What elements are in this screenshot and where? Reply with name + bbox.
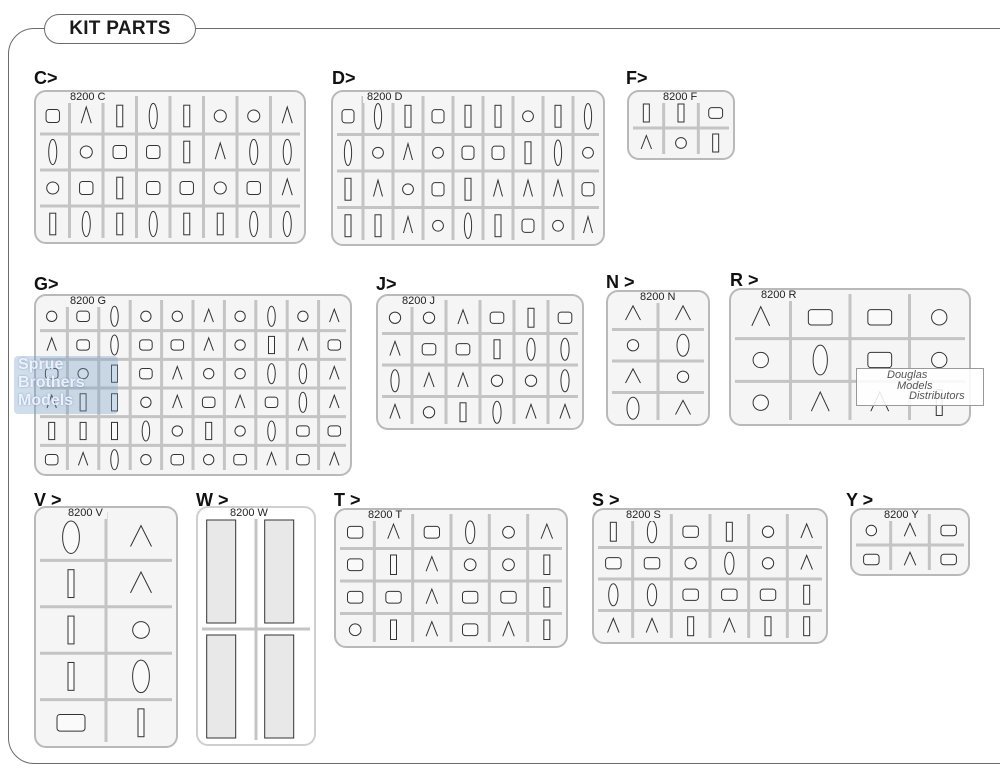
sprue-parts-drawing bbox=[340, 514, 562, 642]
watermark-right-line-1: Douglas bbox=[887, 369, 928, 381]
sprue-j: 8200 J bbox=[376, 294, 584, 430]
sprue-letter-f: F> bbox=[626, 68, 648, 88]
sprue-parts-drawing bbox=[40, 512, 172, 742]
sprue-letter-s: S > bbox=[592, 490, 620, 510]
watermark-left-line-1: Sprue bbox=[18, 356, 64, 373]
sprue-tag-w: 8200 W bbox=[226, 508, 272, 519]
sprue-n: 8200 N bbox=[606, 290, 710, 426]
sprue-w: 8200 W bbox=[196, 506, 316, 746]
sprue-letter-n: N > bbox=[606, 272, 635, 292]
sprue-letter-d: D> bbox=[332, 68, 356, 88]
watermark-logo-right: Douglas Models Distributors bbox=[856, 368, 984, 406]
watermark-right-line-3: Distributors bbox=[909, 390, 965, 402]
sprue-parts-drawing bbox=[598, 514, 822, 638]
sprue-v: 8200 V bbox=[34, 506, 178, 748]
sprue-parts-drawing bbox=[202, 512, 310, 740]
watermark-logo-left: Sprue Brothers Models bbox=[14, 356, 118, 414]
sprue-tag-j: 8200 J bbox=[398, 296, 440, 307]
kit-parts-frame bbox=[8, 28, 1000, 764]
sprue-letter-t: T > bbox=[334, 490, 361, 510]
sprue-letter-w: W > bbox=[196, 490, 229, 510]
sprue-tag-n: 8200 N bbox=[636, 292, 680, 303]
sprue-tag-v: 8200 V bbox=[64, 508, 107, 519]
sprue-tag-g: 8200 G bbox=[66, 296, 111, 307]
sprue-letter-j: J> bbox=[376, 274, 397, 294]
sprue-tag-f: 8200 F bbox=[659, 92, 702, 103]
sprue-tag-r: 8200 R bbox=[757, 290, 801, 301]
sprue-f: 8200 F bbox=[627, 90, 735, 160]
watermark-left-line-2: Brothers bbox=[18, 374, 85, 391]
sprue-parts-drawing bbox=[633, 96, 729, 154]
sprue-c: 8200 C bbox=[34, 90, 306, 244]
sprue-parts-drawing bbox=[40, 96, 300, 238]
sprue-parts-drawing bbox=[382, 300, 578, 424]
sprue-parts-drawing bbox=[612, 296, 704, 420]
sprue-d: 8200 D bbox=[331, 90, 605, 246]
sprue-tag-t: 8200 T bbox=[364, 510, 407, 521]
watermark-right-line-2: Models bbox=[897, 380, 933, 392]
watermark-left-line-3: Models bbox=[18, 392, 74, 409]
sprue-tag-c: 8200 C bbox=[66, 92, 110, 103]
sprue-parts-drawing bbox=[337, 96, 599, 240]
sprue-letter-r: R > bbox=[730, 270, 759, 290]
page-title: KIT PARTS bbox=[44, 14, 196, 44]
sprue-s: 8200 S bbox=[592, 508, 828, 644]
sprue-letter-c: C> bbox=[34, 68, 58, 88]
sprue-letter-g: G> bbox=[34, 274, 59, 294]
sprue-letter-v: V > bbox=[34, 490, 62, 510]
sprue-letter-y: Y > bbox=[846, 490, 874, 510]
sprue-g: 8200 G bbox=[34, 294, 352, 476]
sprue-tag-y: 8200 Y bbox=[880, 510, 923, 521]
sprue-parts-drawing bbox=[856, 514, 964, 570]
sprue-t: 8200 T bbox=[334, 508, 568, 648]
sprue-y: 8200 Y bbox=[850, 508, 970, 576]
sprue-tag-d: 8200 D bbox=[363, 92, 407, 103]
sprue-parts-drawing bbox=[40, 300, 346, 471]
sprue-tag-s: 8200 S bbox=[622, 510, 665, 521]
